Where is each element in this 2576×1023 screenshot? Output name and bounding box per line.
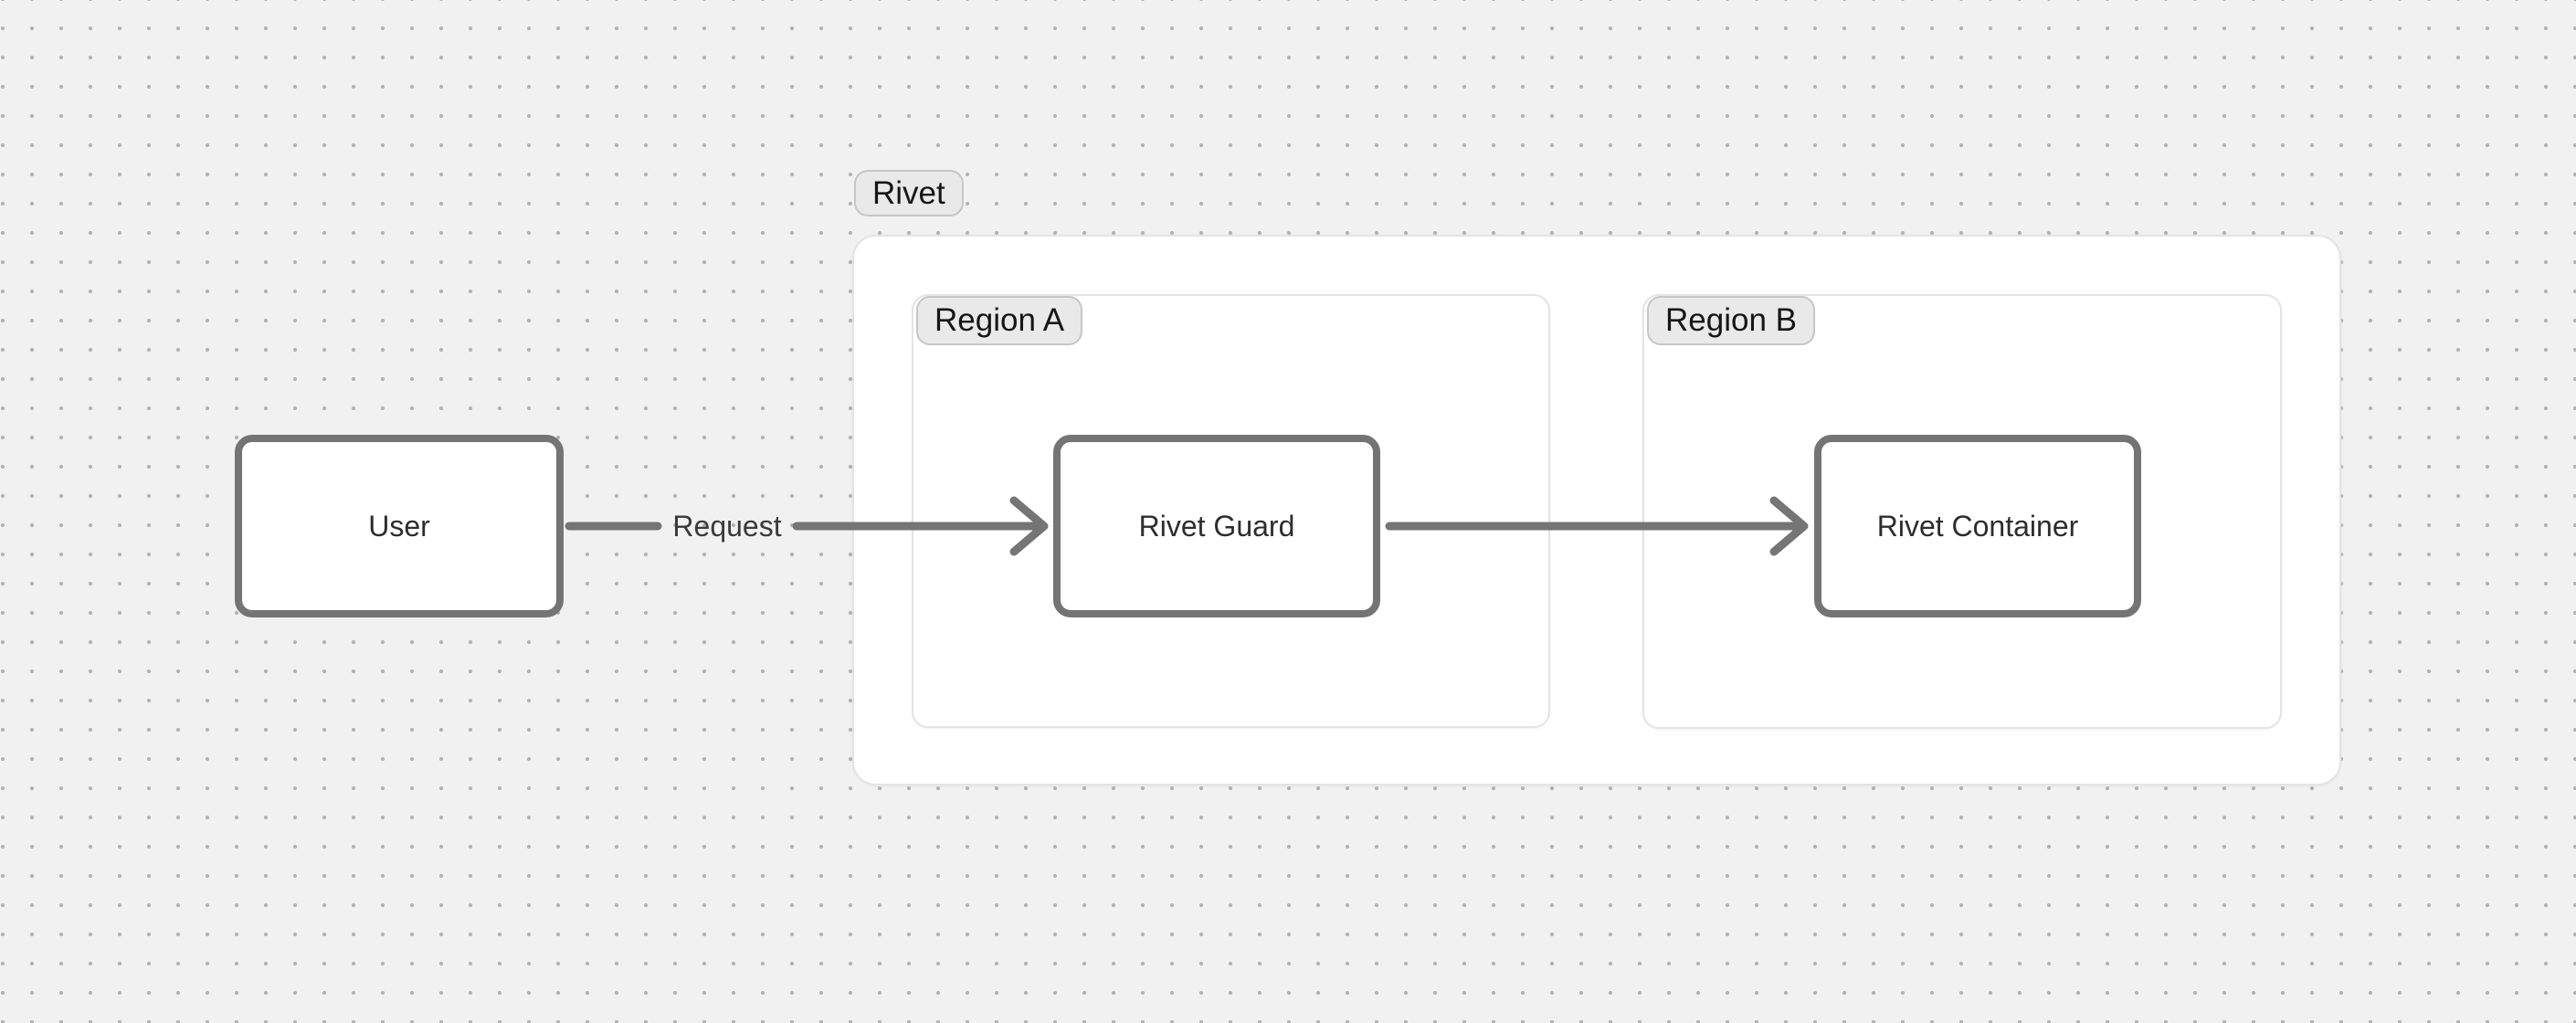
edge-user-to-guard-arrow[interactable] — [565, 496, 1049, 556]
node-user[interactable]: User — [235, 435, 564, 617]
edge-label-request[interactable]: Request — [672, 510, 782, 543]
arrowhead-icon — [1769, 496, 1809, 556]
edge-guard-to-container-arrow[interactable] — [1385, 496, 1809, 556]
arrowhead-icon — [1009, 496, 1049, 556]
frame-label-region-a[interactable]: Region A — [916, 296, 1083, 345]
node-user-label: User — [368, 509, 430, 543]
node-rivet-container[interactable]: Rivet Container — [1814, 435, 2141, 617]
frame-label-region-b[interactable]: Region B — [1647, 296, 1815, 345]
frame-label-rivet[interactable]: Rivet — [854, 170, 964, 216]
node-rivet-guard-label: Rivet Guard — [1138, 509, 1295, 543]
node-rivet-guard[interactable]: Rivet Guard — [1053, 435, 1380, 617]
node-rivet-container-label: Rivet Container — [1876, 509, 2079, 543]
